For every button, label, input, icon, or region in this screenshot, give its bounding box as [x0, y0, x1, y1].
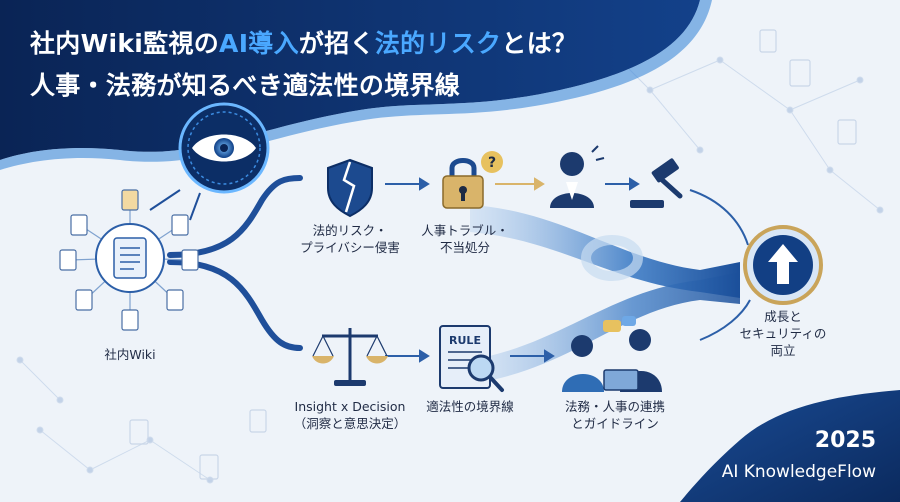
- guideline-line2: とガイドライン: [571, 416, 659, 431]
- collaboration-icon: [562, 316, 662, 392]
- growth-arrow-icon: [743, 225, 823, 305]
- hr-trouble-label: 人事トラブル・ 不当処分: [410, 222, 520, 256]
- balance-scale-icon: [312, 328, 388, 386]
- step-arrows: [385, 177, 640, 363]
- legal-risk-label: 法的リスク・ プライバシー侵害: [290, 222, 410, 256]
- to-goal-upper: [689, 189, 749, 246]
- goal-line1: 成長と: [764, 309, 802, 324]
- question-mark-icon: ?: [488, 155, 496, 171]
- goal-label: 成長と セキュリティの 両立: [733, 308, 833, 359]
- ai-eye-icon: [149, 102, 270, 221]
- header-accent-line: [0, 0, 712, 170]
- page-title: 社内Wiki監視のAI導入が招く法的リスクとは？: [30, 24, 577, 60]
- brand-year: 2025: [814, 428, 876, 453]
- wiki-label: 社内Wiki: [90, 346, 170, 363]
- hr-trouble-line2: 不当処分: [439, 240, 490, 255]
- title-part: が招く: [298, 29, 375, 58]
- boundary-label: 適法性の境界線: [415, 398, 525, 415]
- rule-label: RULE: [449, 334, 481, 347]
- flow-upper: [470, 205, 740, 298]
- insight-label: Insight x Decision （洞察と意思決定）: [285, 398, 415, 432]
- connector-up: [167, 175, 303, 258]
- guideline-label: 法務・人事の連携 とガイドライン: [555, 398, 675, 432]
- boundary-text: 適法性の境界線: [426, 399, 514, 414]
- brand-corner: [680, 390, 900, 502]
- to-goal-lower: [699, 299, 751, 341]
- guideline-line1: 法務・人事の連携: [564, 399, 665, 414]
- header-band: [0, 0, 700, 160]
- wiki-network-icon: [59, 189, 199, 331]
- background-documents: [129, 29, 857, 480]
- goal-line3: 両立: [770, 343, 796, 358]
- hr-trouble-line1: 人事トラブル・: [421, 223, 509, 238]
- broken-shield-icon: [327, 158, 373, 218]
- title-part: とは？: [501, 29, 578, 58]
- gavel-icon: [630, 158, 683, 208]
- legal-risk-line2: プライバシー侵害: [300, 240, 400, 255]
- rule-document-icon: RULE: [439, 325, 504, 392]
- stressed-person-icon: [550, 145, 605, 208]
- title-accent: 法的リスク: [374, 29, 502, 58]
- insight-line2: （洞察と意思決定）: [293, 416, 407, 431]
- brand-name: AI KnowledgeFlow: [721, 462, 876, 482]
- wiki-label-text: 社内Wiki: [104, 347, 156, 362]
- connector-down: [167, 259, 303, 351]
- legal-risk-line1: 法的リスク・: [312, 223, 388, 238]
- title-accent: AI導入: [219, 29, 299, 58]
- page-subtitle: 人事・法務が知るべき適法性の境界線: [30, 71, 461, 100]
- padlock-question-icon: ?: [442, 151, 503, 209]
- title-part: 社内Wiki監視の: [30, 29, 220, 58]
- insight-line1: Insight x Decision: [294, 399, 406, 414]
- flow-swirl: [581, 235, 643, 281]
- goal-line2: セキュリティの: [739, 326, 827, 341]
